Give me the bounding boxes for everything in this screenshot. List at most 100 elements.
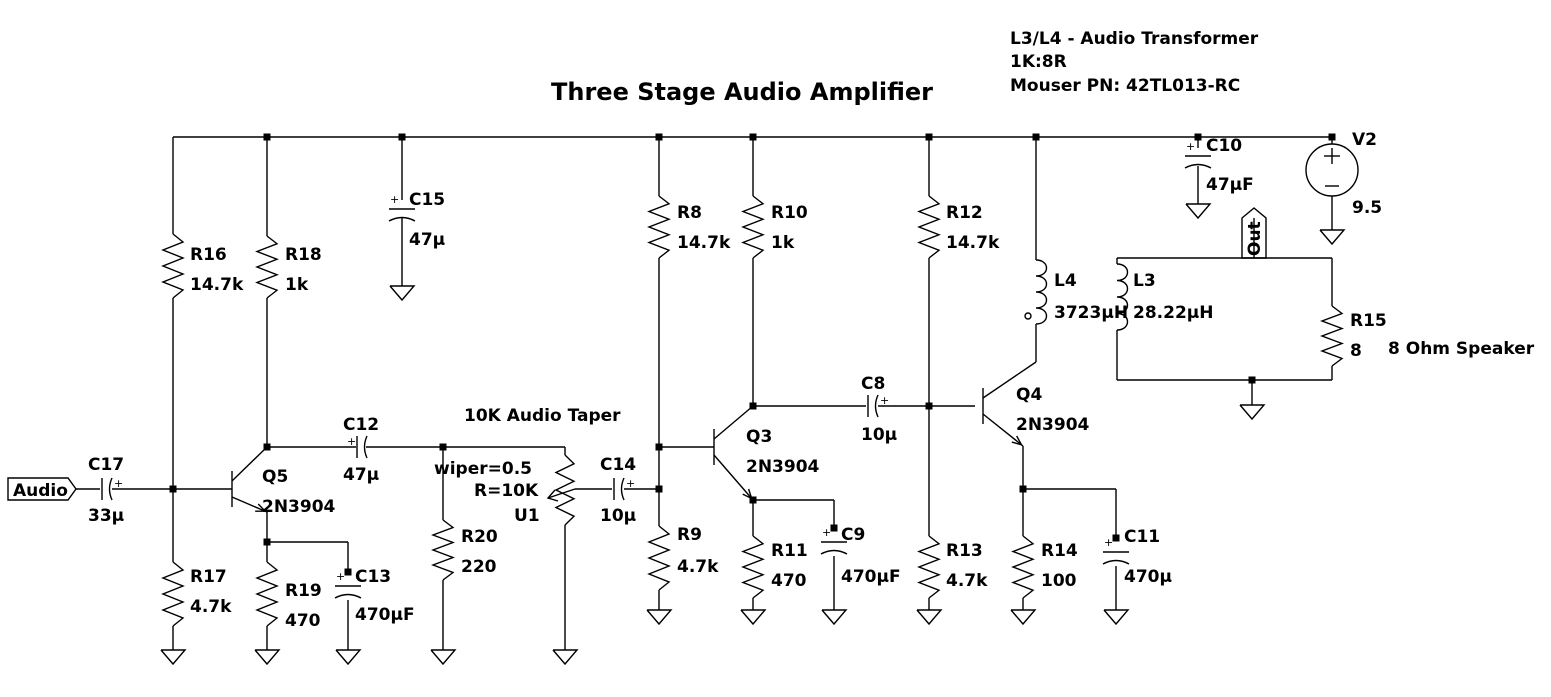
r13-value: 4.7k bbox=[946, 571, 988, 591]
r11-ref: R11 bbox=[771, 541, 808, 561]
c15-value: 47µ bbox=[409, 230, 445, 250]
svg-text:+: + bbox=[1186, 140, 1195, 153]
ground-symbol bbox=[916, 609, 943, 626]
capacitor-c14: + C14 10µ bbox=[600, 455, 636, 526]
r16-value: 14.7k bbox=[190, 275, 244, 295]
ground-symbol bbox=[1010, 609, 1037, 626]
junctions bbox=[169, 133, 1336, 576]
wires bbox=[76, 136, 1333, 650]
q5-ref: Q5 bbox=[262, 467, 288, 487]
resistor-r13: R13 4.7k bbox=[917, 535, 988, 599]
r19-ref: R19 bbox=[285, 581, 322, 601]
c10-value: 47µF bbox=[1206, 175, 1254, 195]
c11-ref: C11 bbox=[1124, 527, 1160, 547]
ground-symbol bbox=[160, 649, 187, 666]
resistor-r8: R8 14.7k bbox=[647, 195, 731, 259]
c14-ref: C14 bbox=[600, 455, 636, 475]
svg-text:+: + bbox=[626, 477, 635, 490]
c9-ref: C9 bbox=[841, 525, 865, 545]
r17-value: 4.7k bbox=[190, 597, 232, 617]
c17-ref: C17 bbox=[88, 455, 124, 475]
r9-value: 4.7k bbox=[677, 557, 719, 577]
r9-ref: R9 bbox=[677, 525, 702, 545]
l4-value: 3723µH bbox=[1054, 303, 1128, 323]
r8-value: 14.7k bbox=[677, 233, 731, 253]
resistor-r15: R15 8 bbox=[1320, 305, 1387, 367]
ground-symbol bbox=[646, 609, 673, 626]
r13-ref: R13 bbox=[946, 541, 983, 561]
pot-resistance-param: R=10K bbox=[474, 481, 539, 501]
speaker-label: 8 Ohm Speaker bbox=[1388, 339, 1535, 359]
resistor-r20: R20 220 bbox=[431, 519, 498, 581]
q5-value: 2N3904 bbox=[262, 497, 336, 517]
input-port-label: Audio bbox=[13, 481, 68, 501]
r10-ref: R10 bbox=[771, 203, 808, 223]
q3-ref: Q3 bbox=[746, 427, 772, 447]
r20-ref: R20 bbox=[461, 527, 498, 547]
c9-value: 470µF bbox=[841, 567, 901, 587]
output-port-label: Out bbox=[1245, 221, 1265, 256]
ground-symbol bbox=[740, 609, 767, 626]
svg-text:+: + bbox=[336, 570, 345, 583]
r19-value: 470 bbox=[285, 611, 321, 631]
note-line-1: L3/L4 - Audio Transformer bbox=[1010, 29, 1259, 49]
c13-ref: C13 bbox=[355, 567, 391, 587]
pot-ref: U1 bbox=[514, 506, 540, 526]
r16-ref: R16 bbox=[190, 245, 227, 265]
q4-value: 2N3904 bbox=[1016, 415, 1090, 435]
l3-value: 28.22µH bbox=[1133, 303, 1214, 323]
l3-ref: L3 bbox=[1133, 271, 1156, 291]
r12-value: 14.7k bbox=[946, 233, 1000, 253]
svg-text:+: + bbox=[822, 526, 831, 539]
c13-value: 470µF bbox=[355, 605, 415, 625]
resistor-r12: R12 14.7k bbox=[917, 195, 1000, 259]
capacitor-c8: +C8 10µ bbox=[861, 374, 897, 445]
r18-value: 1k bbox=[285, 275, 309, 295]
svg-text:+: + bbox=[880, 394, 889, 407]
q4-ref: Q4 bbox=[1016, 385, 1042, 405]
transistor-q4: Q4 2N3904 bbox=[982, 361, 1090, 447]
c14-value: 10µ bbox=[600, 506, 636, 526]
resistor-r9: R9 4.7k bbox=[647, 525, 719, 591]
r14-value: 100 bbox=[1041, 571, 1077, 591]
input-port-audio: Audio bbox=[7, 477, 77, 501]
r15-value: 8 bbox=[1350, 341, 1362, 361]
r10-value: 1k bbox=[771, 233, 795, 253]
r15-ref: R15 bbox=[1350, 311, 1387, 331]
r8-ref: R8 bbox=[677, 203, 702, 223]
svg-text:+: + bbox=[347, 435, 356, 448]
c8-ref: C8 bbox=[861, 374, 885, 394]
r20-value: 220 bbox=[461, 557, 497, 577]
v2-ref: V2 bbox=[1352, 130, 1377, 150]
output-port-out: Out bbox=[1241, 207, 1267, 259]
note-line-3: Mouser PN: 42TL013-RC bbox=[1010, 76, 1240, 96]
r12-ref: R12 bbox=[946, 203, 983, 223]
c8-value: 10µ bbox=[861, 425, 897, 445]
capacitor-c9: + C9 470µF bbox=[820, 525, 901, 587]
ground-symbol bbox=[552, 649, 579, 666]
ground-symbol bbox=[1103, 609, 1130, 626]
r18-ref: R18 bbox=[285, 245, 322, 265]
components: R1614.7kR181kR174.7kR19470R20220R814.7kR… bbox=[88, 136, 1387, 666]
ground-symbol bbox=[1185, 203, 1212, 220]
pot-caption: 10K Audio Taper bbox=[464, 406, 621, 426]
ground-symbol bbox=[1239, 404, 1266, 421]
resistor-r17: R17 4.7k bbox=[161, 561, 232, 627]
svg-text:+: + bbox=[390, 193, 399, 206]
inductor-l3: L3 28.22µH bbox=[1116, 263, 1214, 331]
capacitor-c13: + C13 470µF bbox=[334, 567, 415, 625]
r17-ref: R17 bbox=[190, 567, 227, 587]
c11-value: 470µ bbox=[1124, 567, 1172, 587]
pot-wiper-param: wiper=0.5 bbox=[434, 459, 532, 479]
ground-symbol bbox=[1319, 229, 1346, 246]
resistor-r16: R16 14.7k bbox=[161, 233, 244, 299]
note-line-2: 1K:8R bbox=[1010, 52, 1067, 72]
ground-symbol bbox=[821, 609, 848, 626]
ground-symbol bbox=[430, 649, 457, 666]
ground-symbol bbox=[254, 649, 281, 666]
transistor-q5: Q5 2N3904 bbox=[231, 446, 336, 517]
